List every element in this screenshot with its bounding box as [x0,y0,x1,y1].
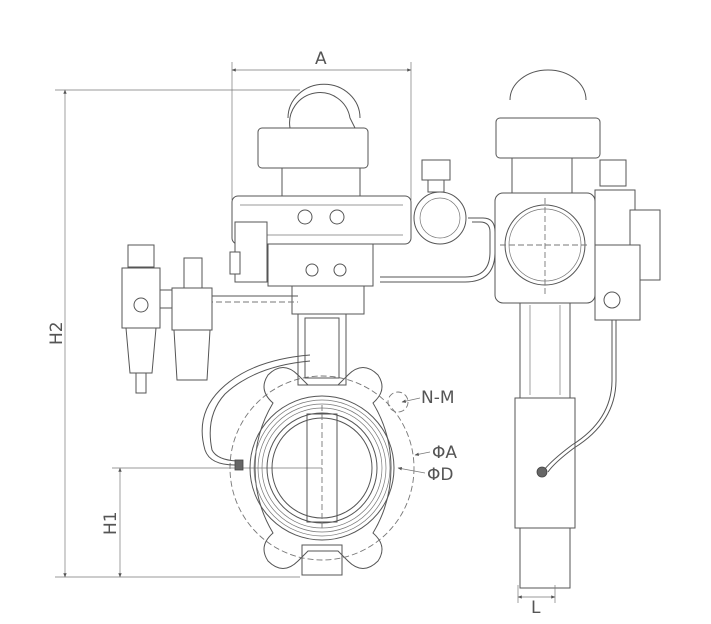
dimension-l-label: L [531,598,541,618]
valve-body-front [229,309,415,576]
dimension-a: A [231,49,412,200]
dimension-l: L [517,585,556,618]
callout-phi-a-label: ΦA [432,443,457,463]
solenoid-valve-front [229,221,374,315]
callout-n-m-label: N-M [421,388,455,408]
actuator-front [231,83,412,245]
dimension-a-label: A [315,49,327,69]
dimension-h1: H1 [101,467,322,578]
dimension-h2-label: H2 [47,321,67,345]
callout-phi-d-label: ΦD [427,465,453,485]
callout-phi-d: ΦD [397,465,453,485]
dimension-h2: H2 [47,89,300,578]
valve-side-view [494,69,661,589]
callout-phi-a: ΦA [414,443,457,463]
callout-n-m: N-M [401,388,455,408]
filter-regulator [121,244,213,394]
pressure-gauge [413,159,467,245]
dimension-h1-label: H1 [101,511,121,535]
